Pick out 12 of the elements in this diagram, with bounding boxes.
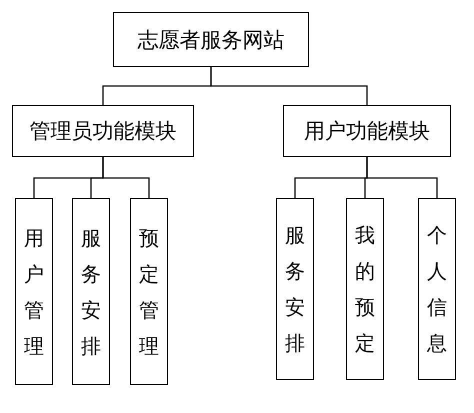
module-box: 用户功能模块 [283,105,451,157]
title-box: 志愿者服务网站 [113,12,309,67]
connector-line [102,157,150,198]
leaf-box: 服务安排 [276,198,314,380]
leaf-box: 我的预定 [346,198,384,380]
leaf-box: 服务安排 [72,198,110,385]
leaf-box: 个人信息 [418,198,456,380]
leaf-box: 预定管理 [130,198,168,385]
leaf-box: 用户管理 [15,198,53,385]
connector-line [210,67,368,105]
module-box: 管理员功能模块 [12,105,194,157]
connector-line [366,157,438,198]
